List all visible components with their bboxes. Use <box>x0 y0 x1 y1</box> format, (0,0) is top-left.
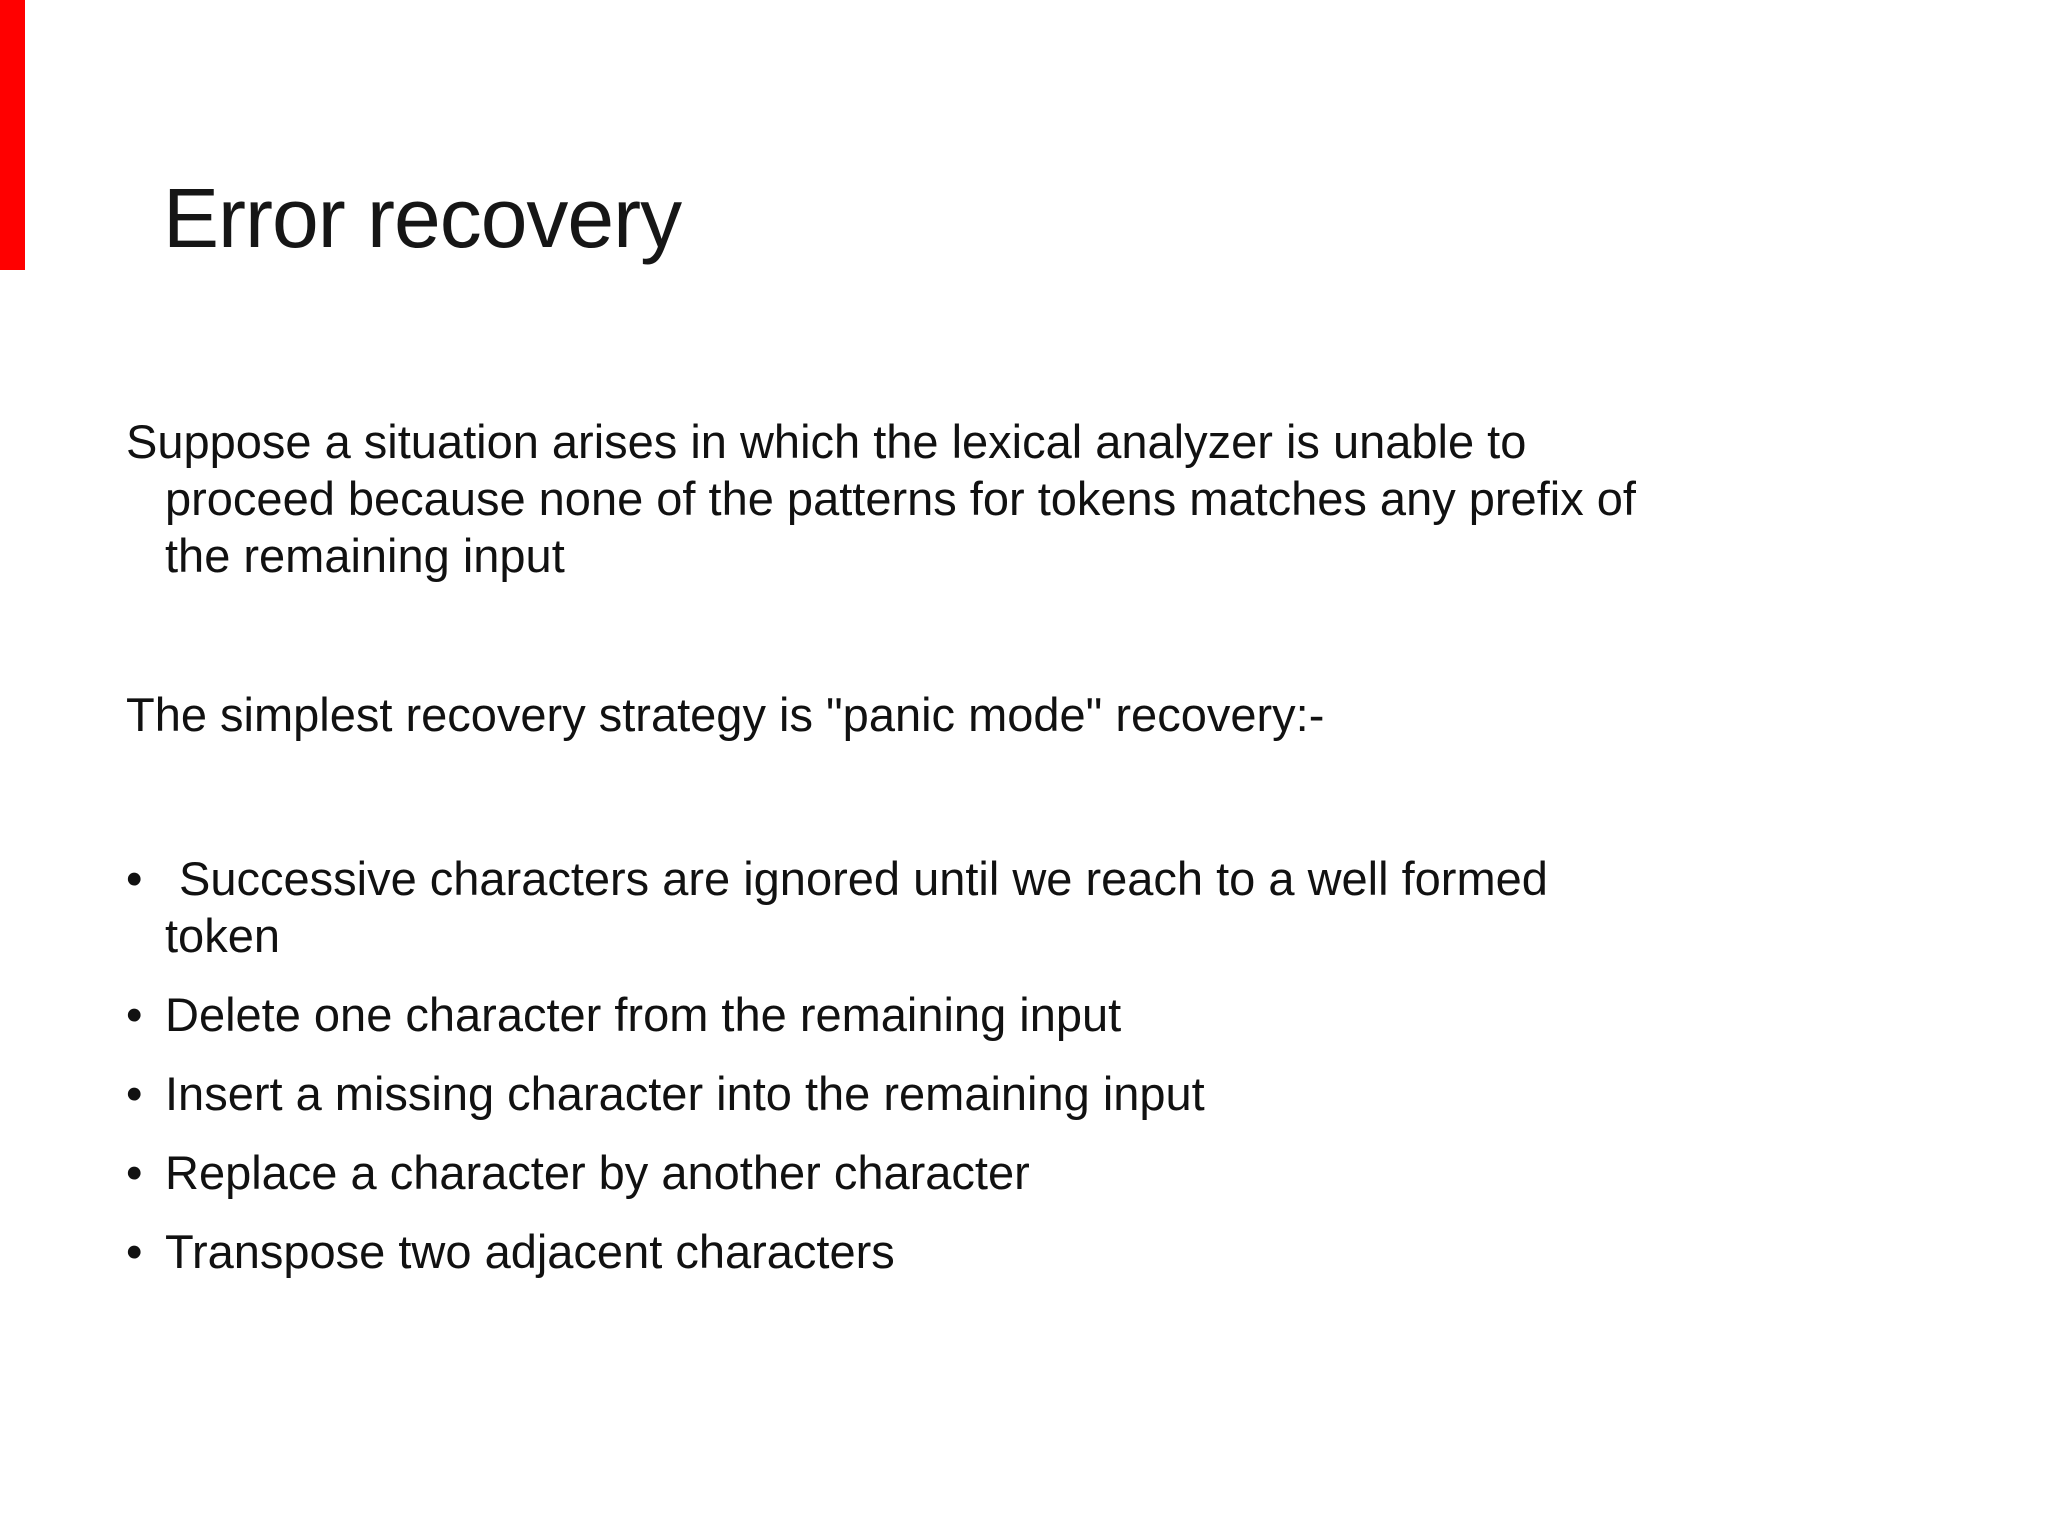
paragraph-line: proceed because none of the patterns for… <box>165 472 1636 525</box>
list-item: • Delete one character from the remainin… <box>126 986 1548 1043</box>
paragraph-strategy: The simplest recovery strategy is "panic… <box>126 686 1324 743</box>
bullet-line: Insert a missing character into the rema… <box>165 1067 1205 1120</box>
bullet-icon: • <box>126 1146 143 1199</box>
bullet-icon: • <box>126 1067 143 1120</box>
paragraph-suppose: Suppose a situation arises in which the … <box>126 413 1636 584</box>
list-item: • Insert a missing character into the re… <box>126 1065 1548 1122</box>
list-item: • Transpose two adjacent characters <box>126 1223 1548 1280</box>
list-item: • Successive characters are ignored unti… <box>126 850 1548 964</box>
bullet-icon: • <box>126 1225 143 1278</box>
bullet-line: Successive characters are ignored until … <box>179 852 1548 905</box>
bullet-line: token <box>165 909 280 962</box>
bullet-icon: • <box>126 988 143 1041</box>
paragraph-line: the remaining input <box>165 529 565 582</box>
list-item: • Replace a character by another charact… <box>126 1144 1548 1201</box>
slide-title: Error recovery <box>163 171 682 265</box>
accent-bar <box>0 0 25 270</box>
bullet-list: • Successive characters are ignored unti… <box>126 850 1548 1302</box>
bullet-line: Transpose two adjacent characters <box>165 1225 895 1278</box>
paragraph-line: Suppose a situation arises in which the … <box>126 415 1527 468</box>
bullet-line: Replace a character by another character <box>165 1146 1030 1199</box>
bullet-icon: • <box>126 852 143 905</box>
paragraph-line: The simplest recovery strategy is "panic… <box>126 688 1325 741</box>
bullet-line: Delete one character from the remaining … <box>165 988 1122 1041</box>
